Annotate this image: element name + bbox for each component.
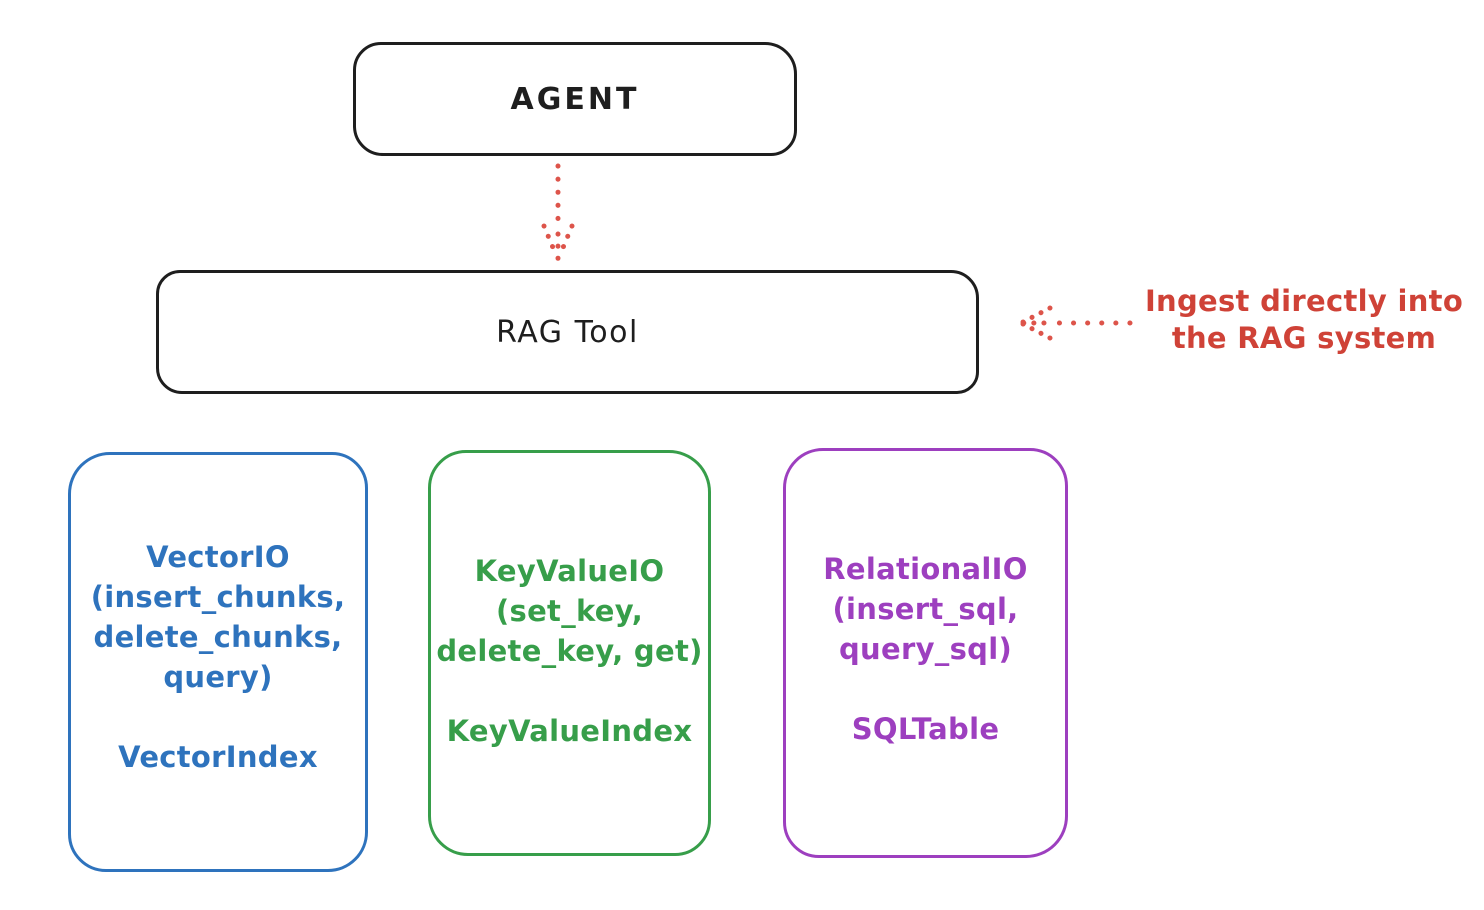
relational-io-methods-line-2: query_sql) <box>839 632 1012 666</box>
ingest-annotation-line-1: Ingest directly into <box>1144 284 1464 318</box>
key-value-index-label: KeyValueIndex <box>446 714 693 748</box>
rag-tool-node: RAG Tool <box>156 270 979 394</box>
relational-io-methods-line-1: (insert_sql, <box>832 592 1019 626</box>
vector-io-node: VectorIO (insert_chunks, delete_chunks, … <box>68 452 368 872</box>
vector-index-label: VectorIndex <box>118 740 318 774</box>
vector-io-methods-line-3: query) <box>163 660 273 694</box>
key-value-io-methods-line-2: delete_key, get) <box>436 634 703 668</box>
vector-io-methods-line-1: (insert_chunks, <box>90 580 346 614</box>
key-value-io-methods-line-1: (set_key, <box>495 594 644 628</box>
annotation-to-rag-dotted-arrow-icon <box>1020 305 1133 341</box>
rag-tool-node-label: RAG Tool <box>496 314 639 350</box>
vector-io-methods-line-2: delete_chunks, <box>93 620 343 654</box>
relational-io-title: RelationalIO <box>823 552 1028 586</box>
ingest-annotation: Ingest directly into the RAG system <box>1128 283 1480 357</box>
vector-io-title: VectorIO <box>146 540 290 574</box>
agent-node: AGENT <box>353 42 797 156</box>
key-value-io-title: KeyValueIO <box>474 554 665 588</box>
relational-io-node: RelationalIO (insert_sql, query_sql) SQL… <box>783 448 1068 858</box>
key-value-io-node: KeyValueIO (set_key, delete_key, get) Ke… <box>428 450 711 856</box>
sql-table-label: SQLTable <box>851 712 1000 746</box>
agent-node-label: AGENT <box>510 81 640 117</box>
ingest-annotation-line-2: the RAG system <box>1171 321 1437 355</box>
agent-to-rag-dotted-arrow-icon <box>541 163 575 263</box>
